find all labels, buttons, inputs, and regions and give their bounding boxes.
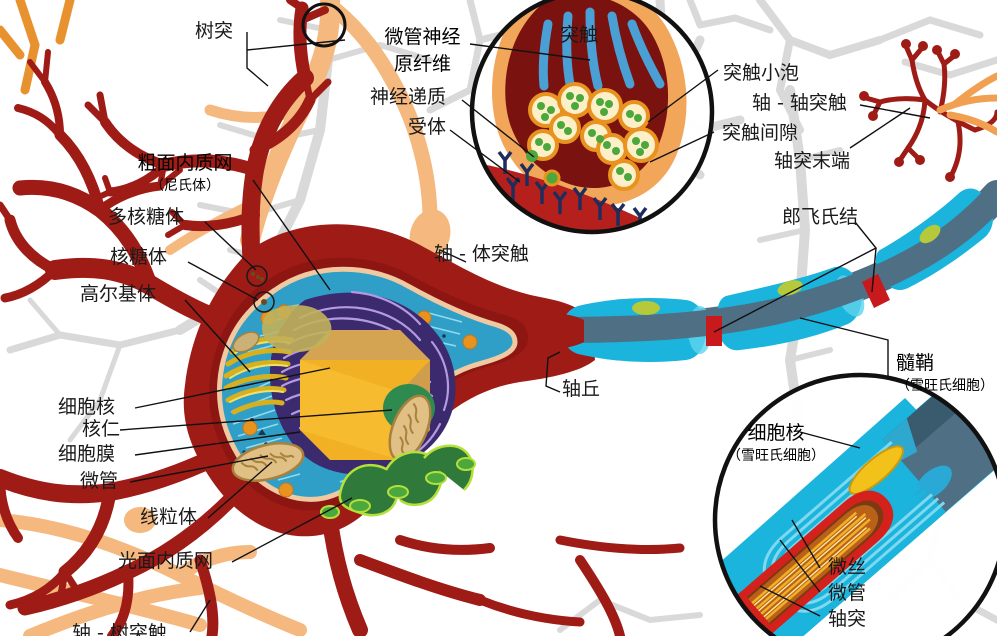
label-axon-hillock: 轴丘 xyxy=(562,378,601,400)
orange-branch-right xyxy=(936,72,997,136)
label-rough-er-main: 粗面内质网 xyxy=(137,152,233,174)
label-myelin-sheath-main: 髓鞘 xyxy=(896,352,935,374)
label-mitochondria: 线粒体 xyxy=(140,506,198,528)
label-nucleolus: 核仁 xyxy=(82,418,121,440)
label-nucleus: 细胞核 xyxy=(58,396,116,418)
nucleus-face-light xyxy=(300,360,400,460)
label-schwann-nucleus-sub: （雪旺氏细胞） xyxy=(727,448,825,464)
orange-upper-tips xyxy=(0,0,75,95)
label-axon-inset: 轴突 xyxy=(828,608,867,630)
label-ribosome: 核糖体 xyxy=(110,246,168,268)
label-dendrite: 树突 xyxy=(195,20,234,42)
label-synaptic-vesicle: 突触小泡 xyxy=(723,62,800,84)
mitochondrion-upper-left xyxy=(232,331,260,353)
synaptic-vesicles xyxy=(527,82,659,191)
label-myelin-sheath: 髓鞘 （雪旺氏细胞） xyxy=(896,348,994,395)
label-microtubule-neurofibril-line2: 原纤维 xyxy=(393,53,451,75)
label-schwann-nucleus-main: 细胞核 xyxy=(747,422,805,444)
label-microtubule-neurofibril-line1: 微管神经 xyxy=(384,26,461,48)
label-microtubule-inset: 微管 xyxy=(828,582,867,604)
label-axosomatic-synapse: 轴 - 体突触 xyxy=(434,243,529,265)
label-microfilament: 微丝 xyxy=(828,556,867,578)
label-myelin-sheath-sub: （雪旺氏细胞） xyxy=(896,378,994,394)
synapse-inset xyxy=(469,0,715,235)
golgi-vesicle-blob xyxy=(262,305,332,353)
axon-myelin xyxy=(540,180,997,362)
label-axodendritic-synapse: 轴 - 树突触 xyxy=(72,622,167,636)
main-neuron-dendrites xyxy=(0,0,685,636)
orange-lower-dendrites xyxy=(0,507,307,636)
label-axon-terminal: 轴突末端 xyxy=(774,150,851,172)
receptors xyxy=(497,150,670,232)
smooth-er xyxy=(320,444,476,519)
label-axoaxonic-synapse: 轴 - 轴突触 xyxy=(752,92,847,114)
label-microtubule-neurofibril: 微管神经 原纤维 xyxy=(370,22,475,76)
polyribosome-dots xyxy=(251,272,267,305)
label-receptor: 受体 xyxy=(408,116,447,138)
mitochondrion-right xyxy=(388,394,432,462)
nucleus-shade-top xyxy=(300,330,430,360)
label-rough-er-sub: （尼氏体） xyxy=(150,178,220,194)
ribosome-callout-circles xyxy=(246,265,275,313)
label-golgi: 高尔基体 xyxy=(80,283,157,305)
magnifier-circle-dendrite xyxy=(301,2,347,48)
mitochondrion-lower-left xyxy=(231,442,305,482)
label-polyribosome: 多核糖体 xyxy=(108,206,185,228)
axon-terminal-boutons xyxy=(859,39,960,182)
label-cell-membrane: 细胞膜 xyxy=(58,443,116,465)
label-neurotransmitter: 神经递质 xyxy=(370,86,447,108)
label-microtubule: 微管 xyxy=(80,470,119,492)
label-schwann-nucleus: 细胞核 （雪旺氏细胞） xyxy=(716,418,836,465)
label-node-of-ranvier: 郎飞氏结 xyxy=(782,206,859,228)
leader-lines xyxy=(119,32,931,633)
label-synapse: 突触 xyxy=(560,24,599,46)
label-synaptic-cleft: 突触间隙 xyxy=(722,122,799,144)
label-rough-er: 粗面内质网 （尼氏体） xyxy=(110,148,260,195)
label-smooth-er: 光面内质网 xyxy=(118,550,214,572)
